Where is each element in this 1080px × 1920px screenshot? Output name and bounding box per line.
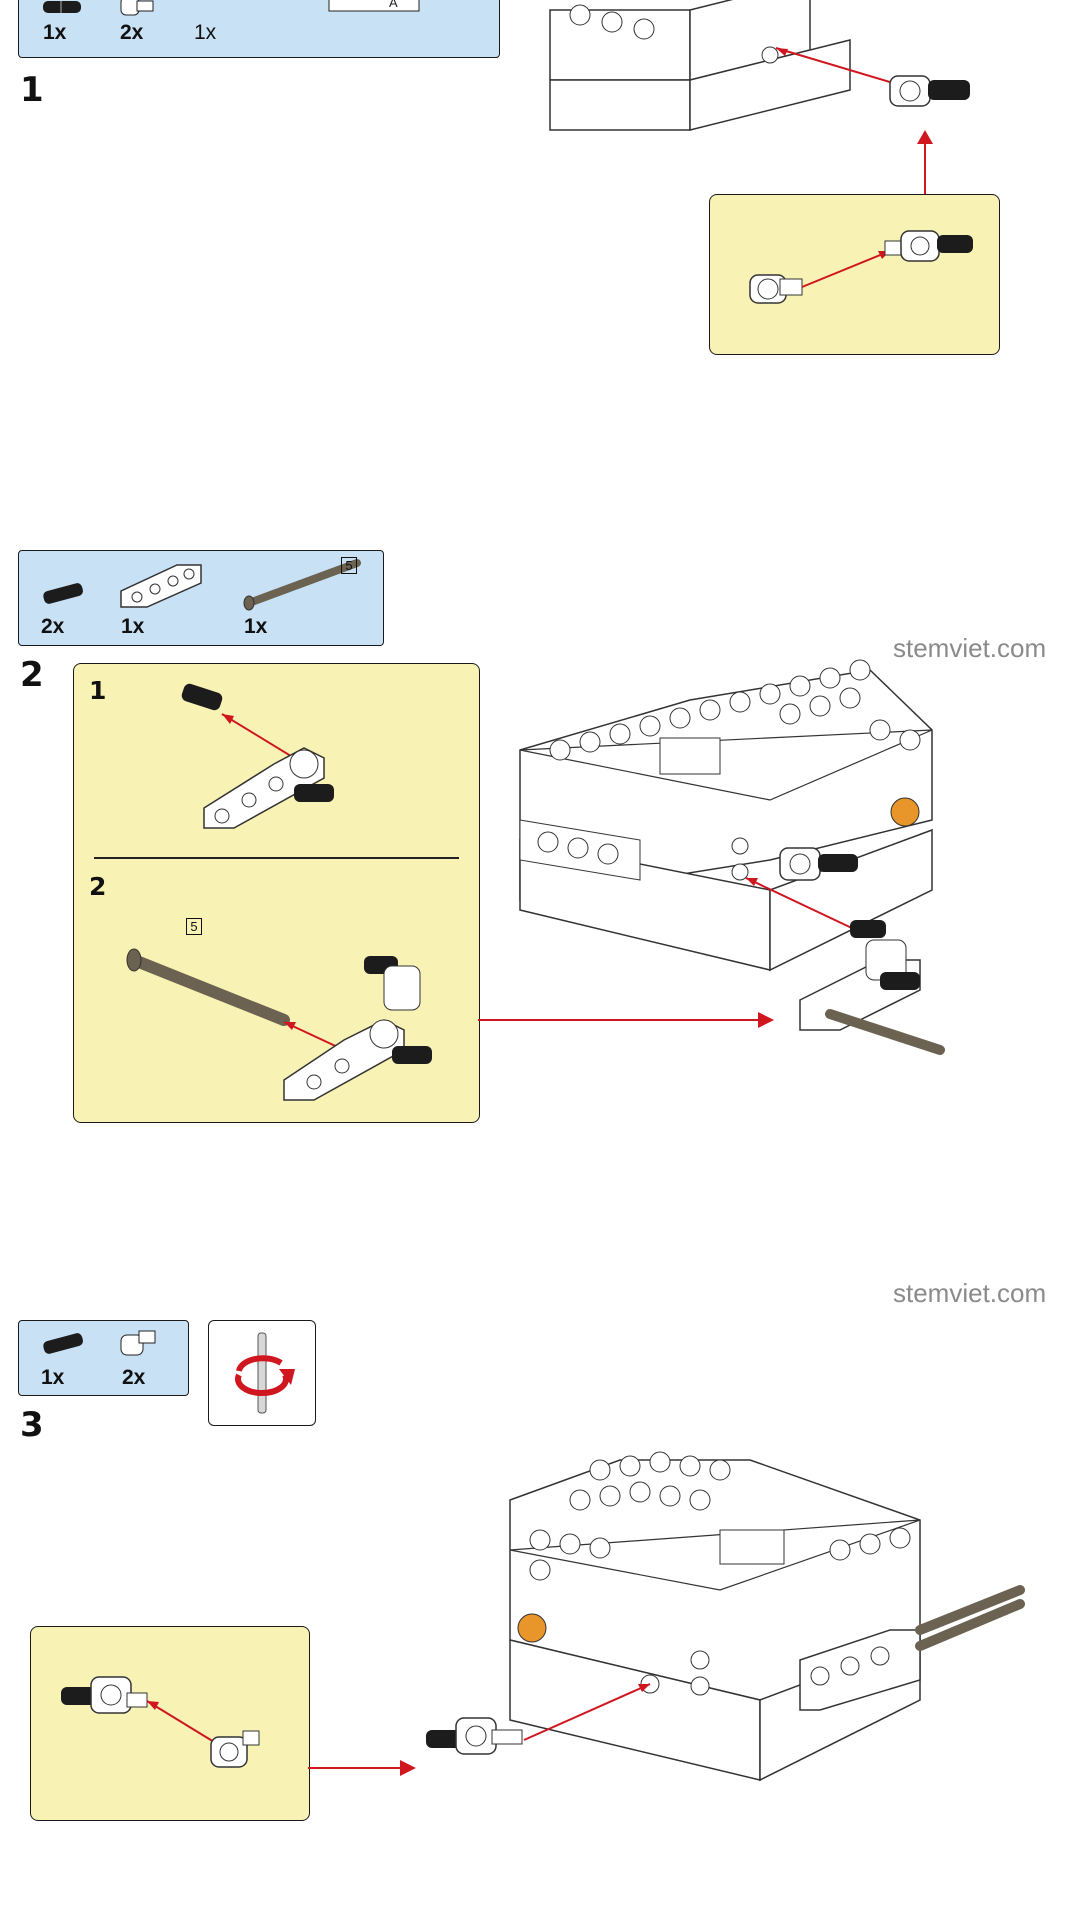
parts-list-step-2: 5 2x 1x 1x bbox=[18, 550, 384, 646]
parts-list-step-1: A 1x 2x 1x bbox=[18, 0, 500, 58]
callout-step-2: 1 2 5 bbox=[73, 663, 480, 1123]
callout-step-3 bbox=[30, 1626, 310, 1821]
axle-length-label: 5 bbox=[186, 918, 202, 935]
substep-1-assembly bbox=[181, 683, 334, 829]
part-qty: 1x bbox=[43, 21, 67, 44]
part-qty: 1x bbox=[194, 21, 217, 44]
arrow-right bbox=[308, 1760, 416, 1776]
step-number: 1 bbox=[20, 70, 44, 110]
white-pin-connector-icon bbox=[120, 0, 154, 16]
part-qty: 2x bbox=[122, 1366, 146, 1389]
parts-list-step-3: 1x 2x bbox=[18, 1320, 189, 1396]
hub-model-step-3 bbox=[426, 1451, 1025, 1782]
watermark: stemviet.com bbox=[893, 1278, 1047, 1308]
substep-number: 1 bbox=[89, 676, 107, 705]
black-pin-icon bbox=[43, 583, 84, 604]
black-pin-icon bbox=[43, 1333, 84, 1354]
svg-text:A: A bbox=[389, 0, 398, 10]
step-number: 3 bbox=[20, 1405, 44, 1445]
pin-connector-assembly bbox=[61, 1676, 260, 1768]
rotate-model-icon bbox=[235, 1332, 295, 1414]
substep-divider bbox=[94, 857, 459, 859]
rotate-model-box bbox=[208, 1320, 316, 1426]
arrow-up bbox=[917, 130, 933, 195]
arrow-right bbox=[478, 1012, 774, 1028]
white-beam-icon bbox=[120, 564, 202, 608]
substep-2-assembly bbox=[126, 948, 432, 1101]
part-qty: 2x bbox=[120, 21, 144, 44]
part-qty: 1x bbox=[41, 1366, 65, 1389]
part-qty: 1x bbox=[121, 615, 145, 638]
pin-connector-assembly bbox=[749, 230, 973, 304]
step-number: 2 bbox=[20, 655, 44, 695]
white-pin-connector-icon bbox=[120, 1330, 156, 1356]
callout-step-1 bbox=[709, 194, 1000, 355]
black-pin-icon bbox=[43, 1, 81, 13]
watermark: stemviet.com bbox=[893, 633, 1047, 663]
axle-icon bbox=[243, 559, 361, 611]
part-qty: 2x bbox=[41, 615, 65, 638]
part-qty: 1x bbox=[244, 615, 268, 638]
substep-number: 2 bbox=[89, 872, 107, 901]
hub-part-icon: A bbox=[328, 0, 420, 12]
axle-length-label: 5 bbox=[341, 557, 357, 574]
hub-model-step-2 bbox=[519, 659, 945, 1055]
hub-model-step-1 bbox=[549, 0, 970, 131]
